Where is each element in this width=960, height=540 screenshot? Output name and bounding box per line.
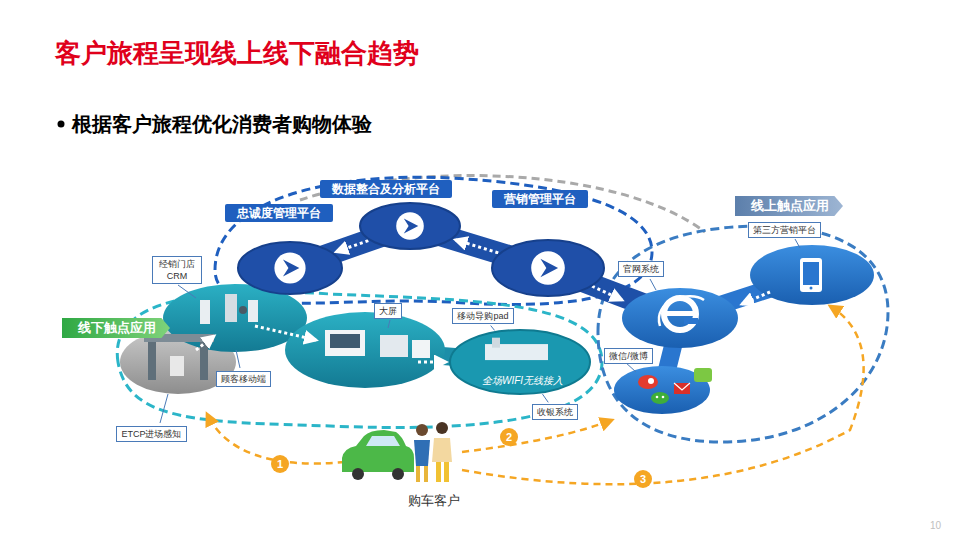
platform-ellipse	[492, 240, 604, 296]
pad-counter	[492, 338, 500, 348]
box-label: ETCP进场感知	[121, 428, 182, 440]
system-box: 官网系统	[618, 261, 664, 277]
section-tab: 线上触点应用	[735, 196, 843, 216]
flow-arrow	[336, 241, 368, 252]
flow-arrow	[456, 240, 499, 253]
callout-number: 3	[634, 470, 652, 488]
box-label: 移动导购pad	[457, 310, 509, 322]
section-tab: 线下触点应用	[62, 318, 170, 338]
box-label: 官网系统	[623, 263, 659, 275]
system-box: 大屏	[374, 303, 402, 319]
system-box: 经销门店 CRM	[152, 256, 202, 284]
callout-number: 2	[500, 428, 518, 446]
system-box: ETCP进场感知	[116, 426, 187, 442]
platform-circle: 数据整合及分析平台	[360, 203, 460, 249]
box-label: 大屏	[379, 305, 397, 317]
slide-title: 客户旅程呈现线上线下融合趋势	[55, 36, 419, 71]
box-label: 顾客移动端	[221, 373, 266, 385]
box-label: 第三方营销平台	[753, 224, 816, 236]
platform-heading: 营销管理平台	[492, 190, 588, 208]
system-box: 收银系统	[532, 404, 578, 420]
platform-icon	[404, 218, 418, 233]
platform-icon	[540, 259, 558, 277]
platform-shape	[360, 203, 460, 249]
system-box: 移动导购pad	[452, 308, 514, 324]
system-box: 顾客移动端	[216, 371, 271, 387]
leader-line	[542, 394, 548, 402]
platform-shape	[492, 240, 604, 296]
customer-label: 购车客户	[408, 492, 460, 510]
platform-icon	[283, 259, 299, 276]
box-label: 收银系统	[537, 406, 573, 418]
box-label: 全场WIFI无线接入	[482, 374, 563, 388]
leader-line	[491, 326, 495, 331]
platform-icon	[274, 252, 305, 283]
box-label: 经销门店 CRM	[157, 258, 197, 282]
bullet-text: 根据客户旅程优化消费者购物体验	[72, 111, 372, 138]
page-number: 10	[930, 520, 941, 531]
platform-circle: 营销管理平台	[492, 240, 604, 296]
tab-label: 线上触点应用	[751, 198, 829, 214]
platform-ellipse	[360, 203, 460, 249]
platform-icon	[531, 251, 565, 285]
platform-ellipse	[238, 242, 342, 294]
platform-ellipse	[450, 330, 590, 394]
box-label: 微信/微博	[609, 350, 648, 362]
platform-circle: 忠诚度管理平台	[238, 242, 342, 294]
platform-icon	[396, 212, 424, 240]
tab-label: 线下触点应用	[78, 320, 156, 336]
system-box: 第三方营销平台	[748, 222, 821, 238]
platform-heading: 数据整合及分析平台	[320, 180, 452, 198]
platform-circle: 全场WIFI无线接入	[450, 330, 590, 394]
system-box: 微信/微博	[604, 348, 653, 364]
platform-heading: 忠诚度管理平台	[225, 204, 333, 222]
callout-number: 1	[271, 455, 289, 473]
platform-shape	[238, 242, 342, 294]
